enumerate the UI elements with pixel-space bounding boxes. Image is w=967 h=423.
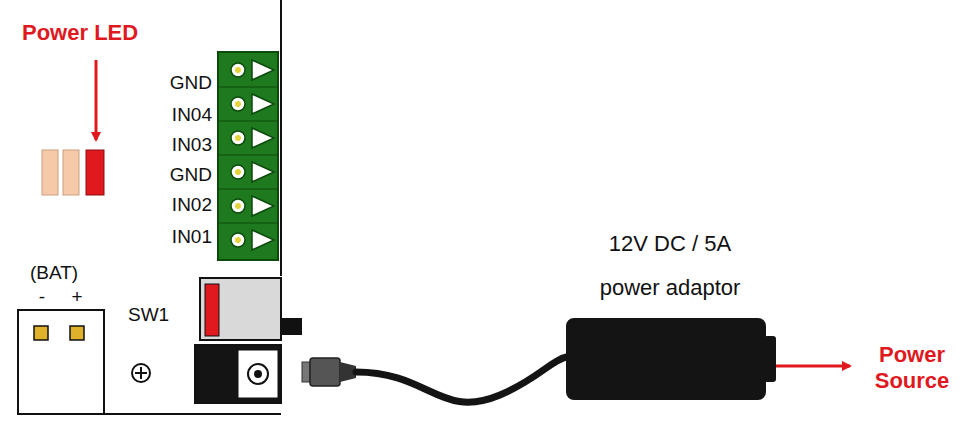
source-arrow <box>772 365 850 368</box>
terminal-screw <box>231 199 245 213</box>
terminal-screw <box>235 67 241 73</box>
dc-plug <box>310 358 340 386</box>
terminal-screw <box>231 97 245 111</box>
terminal-divider <box>218 155 278 156</box>
power-cable <box>356 356 570 402</box>
adaptor-label: 12V DC / 5A power adaptor <box>581 222 759 310</box>
connector-name: (BAT) <box>30 262 78 284</box>
terminal-block <box>218 52 278 260</box>
battery-connector <box>18 310 104 414</box>
polarity-mark: + <box>71 286 82 308</box>
terminal-screw <box>235 203 241 209</box>
terminal-screw <box>231 63 245 77</box>
pin-name: IN04 <box>172 104 212 126</box>
callout-label: Power Source <box>860 342 964 394</box>
mount-symbol <box>132 364 150 382</box>
dc-jack <box>238 350 278 398</box>
switch-lever <box>205 284 219 336</box>
terminal-clamp <box>252 230 274 250</box>
dc-jack-pin <box>254 370 262 378</box>
terminal-screw <box>231 165 245 179</box>
switch-name: SW1 <box>128 304 169 326</box>
terminal-screw <box>235 101 241 107</box>
led <box>63 150 79 195</box>
pin-name: IN01 <box>172 226 212 248</box>
terminal-clamp <box>252 162 274 182</box>
board-edge <box>104 413 281 415</box>
pin-name: IN03 <box>172 134 212 156</box>
pin-name: GND <box>170 164 212 186</box>
polarity-mark: - <box>39 286 45 308</box>
terminal-divider <box>218 121 278 122</box>
adaptor-tab <box>764 336 776 382</box>
dc-jack-hole <box>248 364 268 384</box>
terminal-divider <box>218 189 278 190</box>
switch-body <box>200 278 281 340</box>
terminal-clamp <box>252 128 274 148</box>
terminal-screw <box>235 237 241 243</box>
terminal-clamp <box>252 60 274 80</box>
power-adaptor: 12V DC / 5A power adaptor <box>560 222 780 402</box>
pin-name: GND <box>170 72 212 94</box>
terminal-divider <box>218 223 278 224</box>
dc-plug <box>302 362 310 382</box>
terminal-rows <box>218 60 278 250</box>
led <box>42 150 58 195</box>
callout-label: Power LED <box>22 22 138 44</box>
terminal-clamp <box>252 196 274 216</box>
terminal-screw <box>231 131 245 145</box>
dc-jack <box>195 345 281 403</box>
switch-knob <box>281 318 302 335</box>
terminal-screw <box>231 233 245 247</box>
pin-name: IN02 <box>172 194 212 216</box>
led <box>86 150 104 195</box>
terminal-divider <box>218 87 278 88</box>
terminal-screw <box>235 169 241 175</box>
board-edge <box>280 0 282 276</box>
led-arrow <box>95 60 98 140</box>
terminal-screw <box>235 135 241 141</box>
adaptor-body <box>566 318 766 400</box>
battery-pin <box>34 326 48 340</box>
terminal-clamp <box>252 94 274 114</box>
battery-pin <box>70 326 84 340</box>
mount-symbol <box>140 367 142 379</box>
